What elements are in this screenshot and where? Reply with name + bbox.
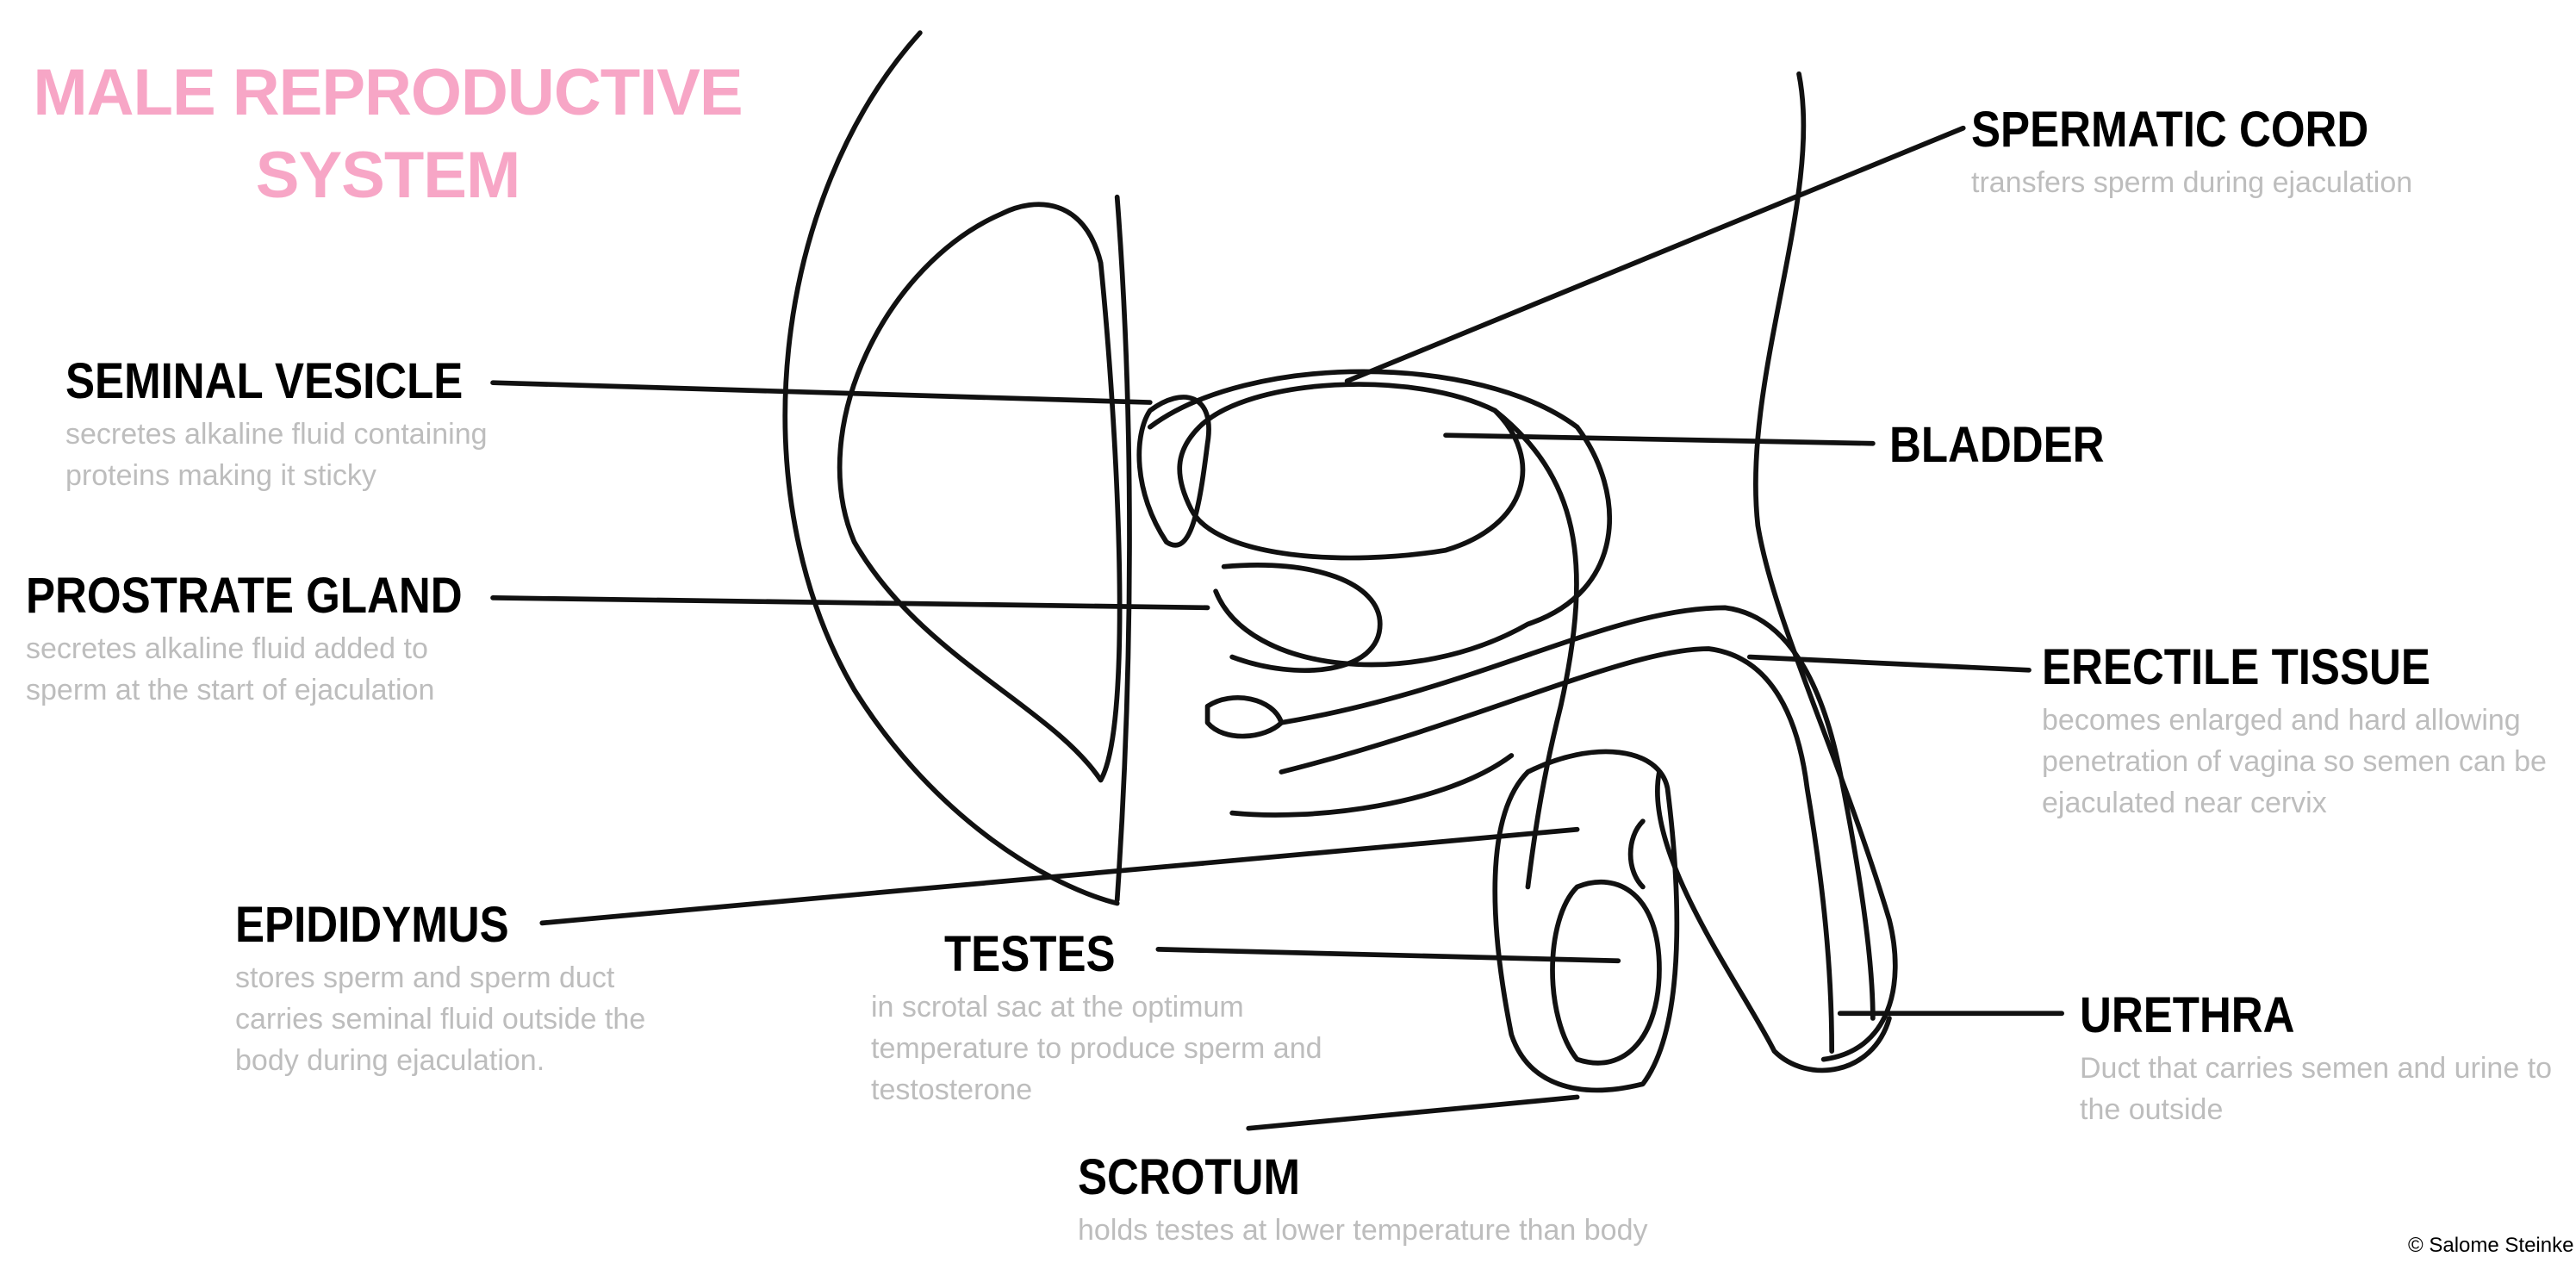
label-description: holds testes at lower temperature than b… [1078,1214,1648,1247]
inner-wall [1114,194,1132,903]
leader-prostrate-gland [490,595,1210,611]
diagram-title: MALE REPRODUCTIVE [33,56,743,129]
label-heading: SPERMATIC CORD [1971,102,2369,158]
label-description: stores sperm and sperm duct [235,961,615,994]
label-description: ejaculated near cervix [2042,787,2327,819]
urethra-path [1492,408,1579,890]
leader-testes [1155,947,1621,964]
label-heading: URETHRA [2080,987,2295,1043]
rectum-outline [837,202,1123,783]
body-outline-front [782,30,1120,906]
erectile-tissue-outer [1279,605,1876,1021]
label-epididymus: EPIDIDYMUS stores sperm and sperm duct c… [235,900,645,1081]
leader-seminal-vesicle [490,380,1153,405]
lower-body-line [1229,753,1515,818]
label-description: Duct that carries semen and urine to [2080,1052,2553,1085]
label-description: testosterone [871,1073,1033,1106]
bladder-outline [1177,382,1526,561]
leader-scrotum [1246,1094,1580,1131]
label-urethra: URETHRA Duct that carries semen and urin… [2080,991,2552,1130]
label-heading: ERECTILE TISSUE [2042,639,2430,695]
label-erectile-tissue: ERECTILE TISSUE becomes enlarged and har… [2042,643,2547,824]
label-description: becomes enlarged and hard allowing [2042,704,2521,737]
label-testes: TESTES in scrotal sac at the optimum tem… [871,930,1322,1111]
label-heading: PROSTRATE GLAND [26,568,463,624]
body-outline-back [1752,71,1898,1062]
leader-spermatic-cord [1344,125,1966,384]
seminal-vesicle [1136,395,1211,548]
erectile-tissue-inner [1279,646,1835,1054]
label-heading: TESTES [944,926,1116,982]
leader-bladder [1443,432,1876,446]
label-description: secretes alkaline fluid added to [26,632,428,665]
leader-erectile-tissue [1746,654,2032,673]
testis [1550,879,1662,1066]
label-scrotum: SCROTUM holds testes at lower temperatur… [1078,1153,1648,1251]
label-description: proteins making it sticky [65,459,376,492]
label-heading: SEMINAL VESICLE [65,353,464,409]
label-description: in scrotal sac at the optimum [871,991,1244,1023]
diagram-title-line2: SYSTEM [255,139,521,212]
label-spermatic-cord: SPERMATIC CORD transfers sperm during ej… [1971,105,2423,203]
label-prostrate-gland: PROSTRATE GLAND secretes alkaline fluid … [26,571,522,711]
label-description: transfers sperm during ejaculation [1971,166,2413,199]
copyright-notice: © Salome Steinke [2408,1234,2574,1257]
label-description: sperm at the start of ejaculation [26,674,435,706]
gland-small [1204,694,1285,739]
bladder-wall [1147,369,1613,668]
scrotum-outline [1492,749,1680,1093]
label-heading: BLADDER [1889,417,2105,473]
label-heading: EPIDIDYMUS [235,897,509,953]
prostate [1221,563,1383,673]
label-description: carries seminal fluid outside the [235,1003,646,1036]
label-description: secretes alkaline fluid containing [65,418,488,451]
label-description: body during ejaculation. [235,1044,545,1077]
label-description: penetration of vagina so semen can be [2042,745,2547,778]
penis-lower [1655,769,1892,1073]
label-description: temperature to produce sperm and [871,1032,1322,1065]
label-bladder: BLADDER [1889,420,2134,470]
label-description: the outside [2080,1093,2224,1126]
label-heading: SCROTUM [1078,1149,1301,1205]
label-seminal-vesicle: SEMINAL VESICLE secretes alkaline fluid … [65,357,517,496]
epididymus-curve [1627,818,1646,890]
leader-epididymus [539,826,1580,926]
